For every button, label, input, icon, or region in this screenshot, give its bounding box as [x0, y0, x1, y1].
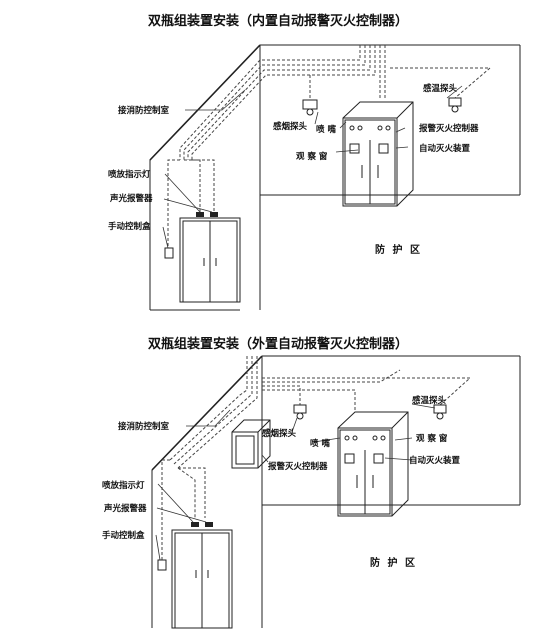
room-walls: [151, 355, 521, 628]
protected-area-door: [179, 217, 241, 303]
extinguisher-cabinet: [337, 411, 409, 517]
label-alarm-controller: 报警灭火控制器: [419, 123, 479, 134]
leader-lines: [155, 403, 436, 561]
label-observation-window: 观 察 窗: [416, 433, 448, 444]
manual-control-box: [157, 559, 167, 571]
release-indicator-lamp: [196, 212, 204, 217]
label-manual-box: 手动控制盒: [108, 221, 151, 232]
label-auto-extinguisher: 自动灭火装置: [409, 455, 461, 466]
protected-area-door: [171, 529, 233, 629]
label-auto-extinguisher: 自动灭火装置: [419, 143, 471, 154]
smoke-detector-icon: [302, 99, 318, 116]
smoke-detector-icon: [293, 404, 307, 420]
release-indicator-lamp: [191, 522, 199, 527]
label-sound-light-alarm: 声光报警器: [109, 193, 153, 204]
temp-detector-icon: [448, 97, 462, 113]
label-protected-zone: 防 护 区: [370, 556, 417, 569]
sound-light-alarm: [205, 522, 213, 527]
extinguisher-cabinet: [342, 101, 414, 207]
label-nozzle: 喷 嘴: [310, 438, 330, 449]
label-smoke-detector: 感烟探头: [262, 428, 297, 439]
sound-light-alarm: [210, 212, 218, 217]
label-protected-zone: 防 护 区: [375, 243, 422, 256]
label-temp-detector: 感温探头: [412, 395, 447, 406]
diagram-title-internal: 双瓶组装置安装（内置自动报警灭火控制器）: [147, 14, 408, 29]
label-fire-control-room: 接消防控制室: [118, 421, 170, 432]
room-diagram-external: 接消防控制室 感烟探头 喷 嘴 感温探头 报警灭火控制器 观 察 窗 自动灭火装…: [102, 355, 521, 629]
label-nozzle: 喷 嘴: [316, 124, 336, 135]
diagram-title-external: 双瓶组装置安装（外置自动报警灭火控制器）: [147, 337, 408, 352]
label-release-indicator: 喷放指示灯: [102, 480, 145, 491]
label-temp-detector: 感温探头: [423, 83, 458, 94]
wiring-bundle: [167, 45, 492, 248]
external-alarm-controller: [231, 419, 271, 469]
wiring-bundle: [161, 356, 472, 560]
label-observation-window: 观 察 窗: [296, 151, 328, 162]
label-sound-light-alarm: 声光报警器: [103, 503, 147, 514]
leader-lines: [162, 85, 463, 249]
room-diagram-internal: 接消防控制室 感烟探头 喷 嘴 感温探头 报警灭火控制器 观 察 窗 自动灭火装…: [108, 44, 521, 311]
label-alarm-controller: 报警灭火控制器: [268, 461, 328, 472]
room-walls: [149, 44, 521, 311]
label-manual-box: 手动控制盒: [102, 530, 145, 541]
label-smoke-detector: 感烟探头: [273, 121, 308, 132]
label-fire-control-room: 接消防控制室: [118, 105, 170, 116]
temp-detector-icon: [433, 404, 447, 420]
manual-control-box: [164, 247, 174, 259]
label-release-indicator: 喷放指示灯: [108, 169, 151, 180]
